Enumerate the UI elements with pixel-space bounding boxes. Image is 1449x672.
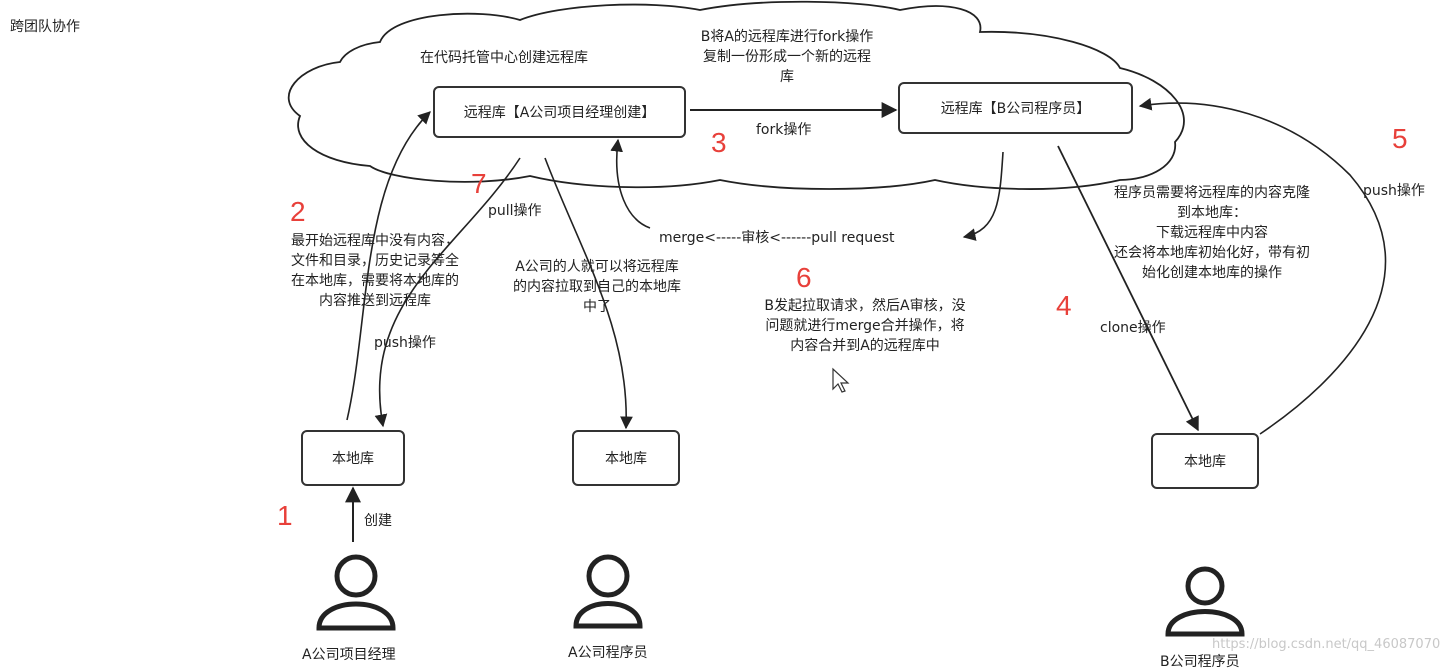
step-6-flow-label: merge<-----审核<------pull request <box>659 230 895 246</box>
arrow-pull-manager <box>374 157 521 428</box>
arrow-push-initial <box>346 111 431 421</box>
cloud-shape <box>287 0 1185 190</box>
local-repo-label: 本地库 <box>605 451 647 467</box>
person-icon <box>1165 566 1245 637</box>
person-label-b-dev: B公司程序员 <box>1160 654 1240 670</box>
step-number-2: 2 <box>290 196 306 227</box>
arrow-pull-dev <box>544 157 633 430</box>
step-number-7: 7 <box>471 168 487 199</box>
step-6-description: B发起拉取请求，然后A审核，没 问题就进行merge合并操作，将 内容合并到A的… <box>764 298 966 354</box>
step-3-label: fork操作 <box>756 122 812 138</box>
arrow-merge <box>610 138 651 229</box>
step-number-1: 1 <box>277 500 293 531</box>
watermark: https://blog.csdn.net/qq_46087070 <box>1212 637 1441 652</box>
page-title: 跨团队协作 <box>10 19 80 35</box>
step-4-description: 程序员需要将远程库的内容克隆 到本地库： 下载远程库中内容 还会将本地库初始化好… <box>1114 185 1310 281</box>
arrow-clone <box>1057 145 1199 432</box>
cursor-icon <box>832 367 850 393</box>
remote-repo-b[interactable]: 远程库【B公司程序员】 <box>898 82 1133 134</box>
person-icon <box>316 554 396 631</box>
remote-repo-a-label: 远程库【A公司项目经理创建】 <box>463 105 656 121</box>
local-repo-label: 本地库 <box>1184 454 1226 470</box>
remote-repo-a[interactable]: 远程库【A公司项目经理创建】 <box>433 86 686 138</box>
step-2-description: 最开始远程库中没有内容， 文件和目录，历史记录等全 在本地库，需要将本地库的 内… <box>291 233 459 309</box>
cloud-label: 在代码托管中心创建远程库 <box>420 50 588 66</box>
local-repo-b-dev[interactable]: 本地库 <box>1151 433 1259 489</box>
local-repo-label: 本地库 <box>332 451 374 467</box>
person-label-a-manager: A公司项目经理 <box>302 647 396 663</box>
person-icon <box>573 554 643 629</box>
step-5-label: push操作 <box>1363 183 1425 199</box>
step-1-label: 创建 <box>364 513 392 529</box>
step-number-5: 5 <box>1392 123 1408 154</box>
local-repo-a-dev[interactable]: 本地库 <box>572 430 680 486</box>
step-number-3: 3 <box>711 127 727 158</box>
step-4-label: clone操作 <box>1100 320 1166 336</box>
step-2-label: push操作 <box>374 335 436 351</box>
step-7-description: A公司的人就可以将远程库 的内容拉取到自己的本地库 中了 <box>513 259 681 315</box>
local-repo-a-manager[interactable]: 本地库 <box>301 430 405 486</box>
remote-repo-b-label: 远程库【B公司程序员】 <box>940 101 1091 117</box>
arrow-push-b <box>1138 97 1387 435</box>
step-7-label: pull操作 <box>488 203 542 219</box>
person-label-a-dev: A公司程序员 <box>568 645 648 661</box>
arrow-pull-request <box>962 151 1004 241</box>
step-number-4: 4 <box>1056 290 1072 321</box>
step-number-6: 6 <box>796 262 812 293</box>
step-3-description: B将A的远程库进行fork操作 复制一份形成一个新的远程 库 <box>700 29 874 85</box>
